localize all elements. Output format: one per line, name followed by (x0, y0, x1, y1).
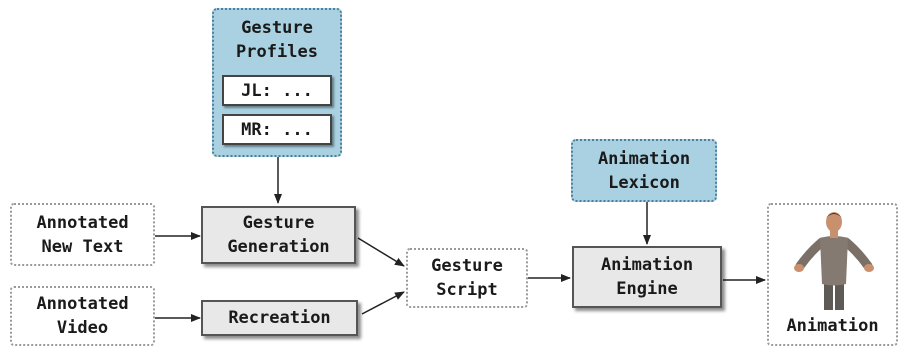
gesture-generation-line1: Gesture (242, 213, 315, 233)
edge-generation-to-script (357, 237, 405, 267)
animation-engine-node: Animation Engine (572, 246, 722, 308)
annotated-new-text-line2: New Text (41, 236, 124, 257)
gesture-generation-line2: Generation (227, 237, 330, 257)
profile-item-jl: JL: ... (222, 75, 332, 106)
gesture-script-node: Gesture Script (406, 248, 528, 308)
animation-label: Animation (786, 316, 879, 336)
annotated-new-text-line1: Annotated (36, 212, 129, 233)
annotated-new-text-node: Annotated New Text (10, 203, 155, 266)
animation-engine-line2: Engine (616, 279, 678, 299)
recreation-node: Recreation (201, 300, 358, 336)
animated-character-figure (794, 212, 874, 310)
animation-engine-line1: Animation (600, 255, 694, 275)
annotated-video-line2: Video (56, 318, 109, 338)
gesture-profiles-title-line1: Gesture (241, 18, 313, 38)
gesture-profiles-title-line2: Profiles (236, 42, 318, 62)
edge-recreation-to-script (361, 291, 405, 315)
gesture-generation-node: Gesture Generation (201, 206, 356, 264)
profile-item-mr: MR: ... (222, 114, 332, 145)
animation-lexicon-line2: Lexicon (608, 172, 680, 193)
animation-lexicon-node: Animation Lexicon (571, 139, 717, 202)
annotated-video-node: Annotated Video (10, 286, 155, 346)
gesture-script-line1: Gesture (431, 256, 503, 276)
animation-lexicon-line1: Animation (597, 148, 691, 169)
recreation-label: Recreation (228, 308, 331, 328)
annotated-video-line1: Annotated (36, 294, 129, 314)
gesture-script-line2: Script (436, 280, 498, 300)
